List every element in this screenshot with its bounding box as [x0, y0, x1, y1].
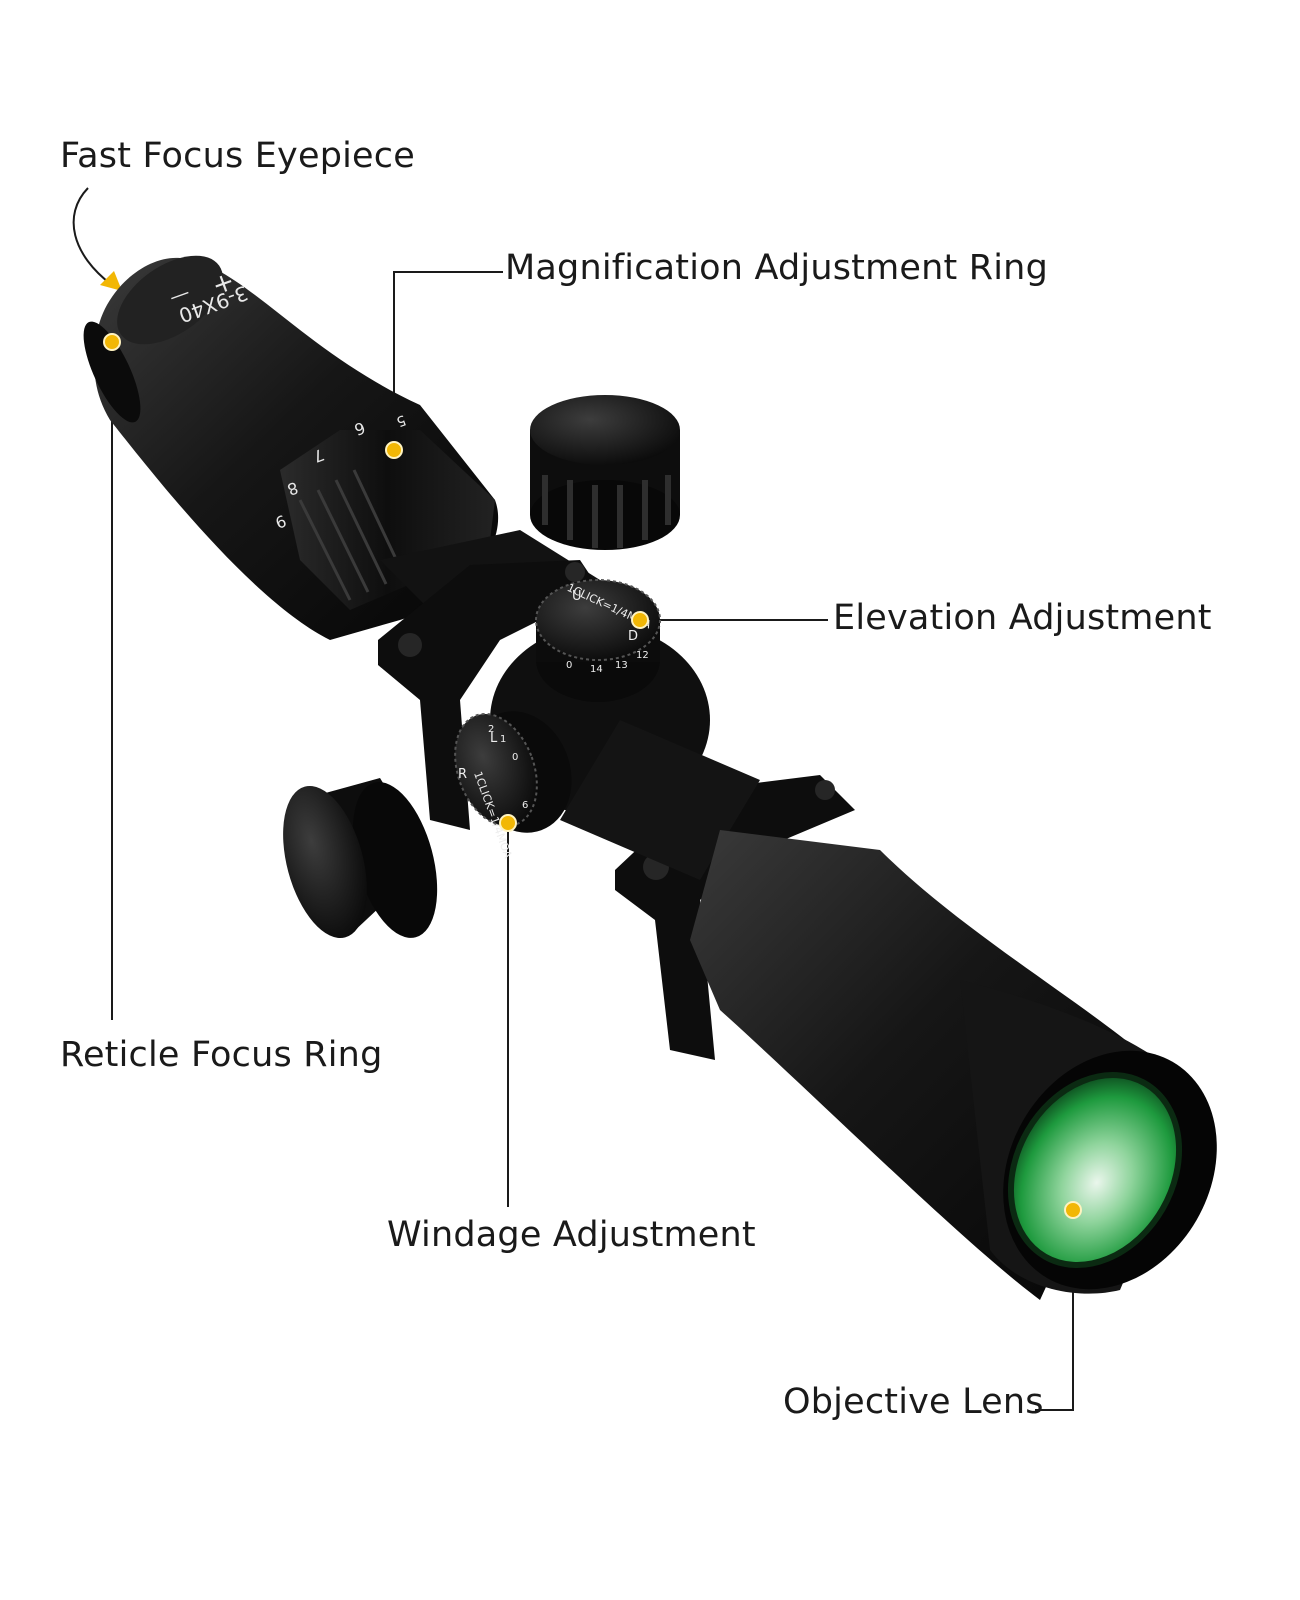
- windage-number-1: 1: [500, 734, 506, 745]
- windage-number-2: 2: [488, 724, 494, 735]
- windage-letter-l: L: [490, 731, 498, 746]
- marker-elevation: [631, 611, 649, 629]
- objective-bell: [690, 830, 1217, 1300]
- elevation-number-14: 14: [590, 664, 603, 675]
- elevation-letter-u: U: [572, 589, 582, 604]
- arrow-head-icon: [100, 271, 122, 291]
- label-windage-adjustment: Windage Adjustment: [387, 1215, 756, 1255]
- label-elevation-adjustment: Elevation Adjustment: [833, 598, 1212, 638]
- callout-markers: [103, 333, 1082, 1219]
- elevation-turret-cap: [530, 395, 680, 550]
- label-magnification-ring: Magnification Adjustment Ring: [505, 248, 1048, 288]
- elevation-number-13: 13: [615, 660, 628, 671]
- elevation-letter-d: D: [628, 629, 638, 644]
- leader-magnification: [393, 271, 503, 450]
- objective-lens-glass: [1010, 1075, 1180, 1265]
- marker-reticle-focus: [103, 333, 121, 351]
- elevation-turret: 1CLICK=1/4MOA U D 0 14 13 12: [535, 579, 661, 702]
- label-objective-lens: Objective Lens: [783, 1382, 1044, 1422]
- elevation-number-0: 0: [566, 660, 572, 671]
- label-reticle-focus-ring: Reticle Focus Ring: [60, 1035, 383, 1075]
- leader-fast-focus: [72, 187, 113, 286]
- label-fast-focus-eyepiece: Fast Focus Eyepiece: [60, 136, 415, 176]
- elevation-number-12: 12: [636, 650, 649, 661]
- windage-number-0: 0: [512, 752, 518, 763]
- rear-mount-ring: [378, 560, 600, 830]
- windage-number-6: 6: [522, 800, 528, 811]
- marker-windage: [499, 814, 517, 832]
- windage-turret-cap: [283, 778, 438, 938]
- windage-letter-r: R: [458, 767, 467, 782]
- marker-magnification: [385, 441, 403, 459]
- marker-objective: [1064, 1201, 1082, 1219]
